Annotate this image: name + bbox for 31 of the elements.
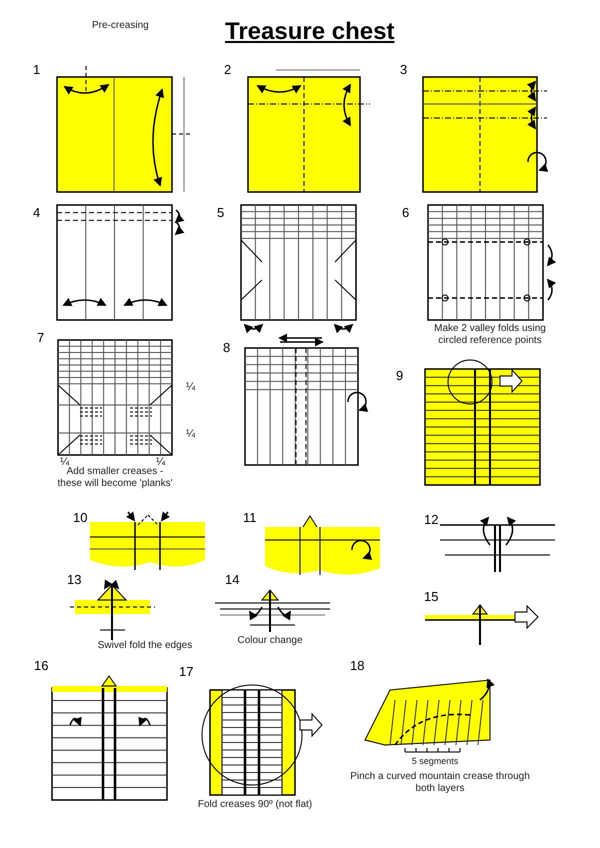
step-number: 6: [402, 205, 410, 221]
fraction-label: ¼: [156, 456, 166, 468]
instruction-text: Pinch a curved mountain crease through both layers: [350, 771, 530, 795]
step-number: 10: [73, 510, 88, 526]
step-number: 1: [33, 62, 42, 78]
step-number: 12: [424, 512, 440, 528]
step-number: 17: [179, 664, 194, 680]
step-number: 16: [34, 658, 50, 674]
instruction-text: Add smaller creases - these will become 'planks': [56, 466, 174, 490]
fraction-label: ¼: [60, 456, 70, 468]
title: Treasure chest: [225, 18, 394, 47]
fraction-label: ¼: [186, 381, 196, 394]
step-number: 14: [225, 572, 240, 588]
instruction-text: Swivel fold the edges: [96, 640, 194, 652]
step-number: 8: [223, 340, 232, 356]
fraction-label: ¼: [186, 428, 196, 442]
section-heading: Pre-creasing: [92, 20, 150, 32]
step-number: 5: [217, 205, 226, 221]
instruction-text: Colour change: [236, 635, 304, 647]
step-number: 15: [424, 589, 440, 605]
step-number: 7: [37, 330, 46, 346]
step-number: 9: [396, 368, 404, 384]
instruction-text: Fold creases 90º (not flat): [196, 799, 314, 811]
step-number: 4: [33, 205, 42, 221]
step-number: 11: [243, 510, 258, 526]
step-number: 2: [224, 62, 232, 78]
instruction-text: Make 2 valley folds using circled reference points: [433, 323, 547, 347]
dimension-label: 5 segments: [410, 756, 460, 767]
step-number: 3: [400, 62, 408, 78]
step-number: 18: [350, 658, 366, 674]
step-number: 13: [67, 572, 82, 588]
